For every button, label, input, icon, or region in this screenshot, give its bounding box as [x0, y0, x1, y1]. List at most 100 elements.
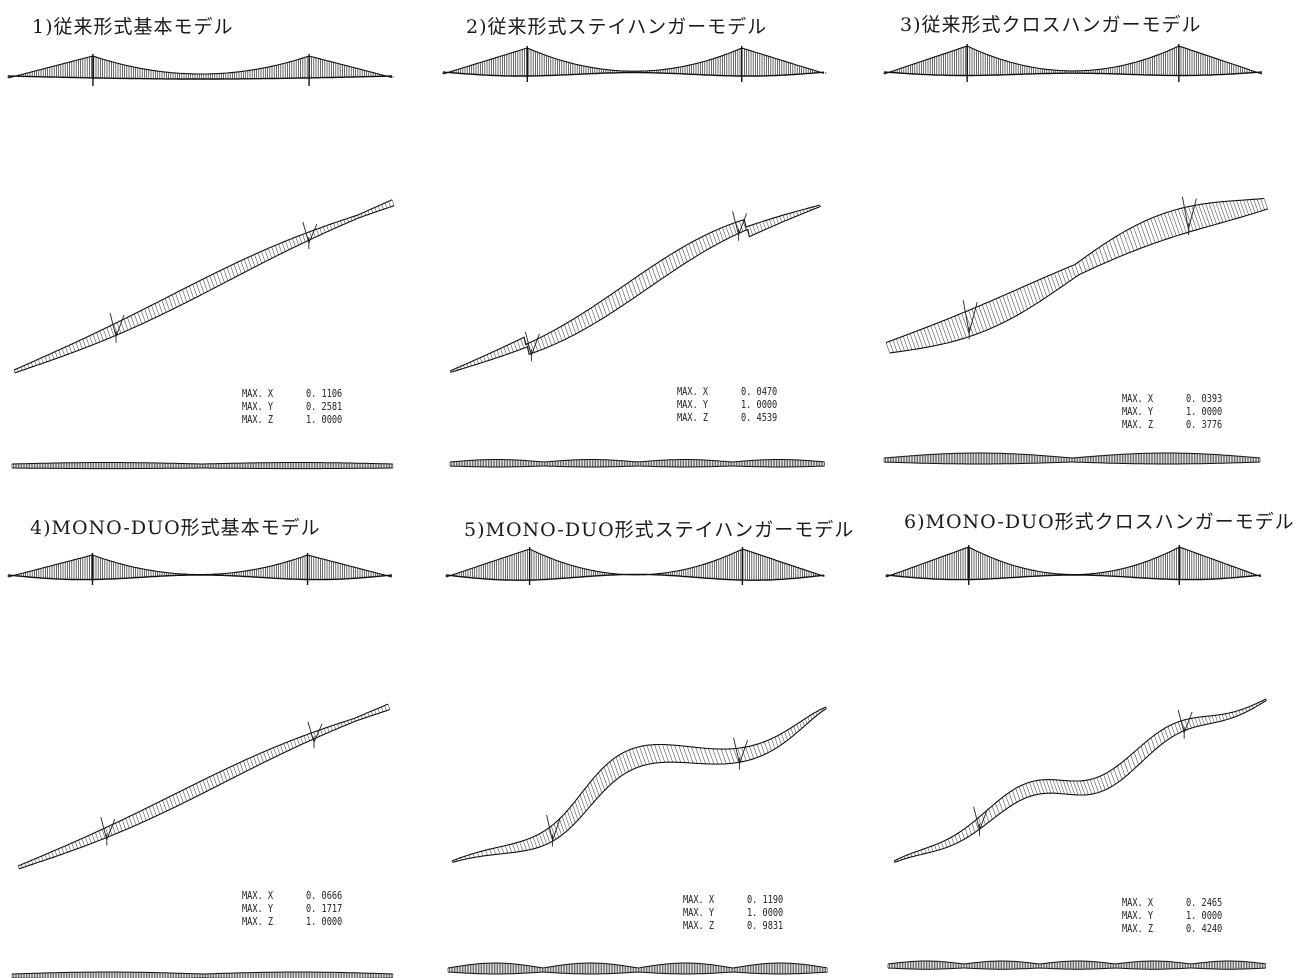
max-y-label: MAX. Y	[683, 907, 715, 919]
max-x-label: MAX. X	[242, 890, 274, 902]
plan-strip-lower	[447, 971, 828, 975]
max-y-row: MAX. Y 0. 1717	[242, 903, 363, 916]
plan-strip-upper	[447, 962, 828, 969]
plan-strip-fill	[449, 459, 825, 467]
max-y-row: MAX. Y 1. 0000	[1122, 406, 1243, 419]
max-y-value: 1. 0000	[740, 399, 778, 411]
deformed-mesh	[893, 698, 1267, 863]
diagram-group	[445, 547, 828, 975]
hanger-lines	[7, 555, 392, 580]
hanger-lines	[7, 56, 394, 79]
hanger-lines	[442, 48, 827, 76]
max-x-value: 0. 1190	[746, 894, 784, 906]
deck-line	[883, 71, 1263, 77]
max-y-label: MAX. Y	[1122, 406, 1154, 418]
plan-strip-fill	[887, 961, 1266, 970]
max-z-label: MAX. Z	[1122, 923, 1154, 935]
bridge-diagram	[885, 545, 1267, 970]
max-z-label: MAX. Z	[1122, 419, 1154, 431]
bridge-diagram	[442, 46, 827, 468]
max-z-value: 0. 4240	[1185, 923, 1223, 935]
bridge-diagram	[7, 54, 395, 470]
diagram-group	[442, 46, 827, 468]
deformed-edge-upper	[451, 706, 827, 862]
plan-strip-fill	[11, 462, 394, 469]
deformed-edge-upper	[893, 698, 1267, 862]
main-cable	[7, 55, 393, 79]
deformed-edge-upper	[449, 204, 821, 372]
diagram-group	[885, 545, 1267, 970]
plan-strip-upper	[887, 960, 1266, 965]
max-x-row: MAX. X 0. 0666	[242, 890, 363, 903]
main-cable	[442, 47, 825, 75]
deformed-edge-lower	[18, 708, 391, 870]
deformed-mesh	[449, 204, 821, 373]
max-x-row: MAX. X 0. 1106	[242, 388, 363, 401]
max-y-label: MAX. Y	[242, 903, 274, 915]
deformed-edge-upper	[13, 199, 393, 371]
deformed-mesh	[17, 704, 391, 869]
max-y-label: MAX. Y	[677, 399, 709, 411]
max-x-value: 0. 0666	[305, 890, 343, 902]
max-y-row: MAX. Y 1. 0000	[683, 907, 804, 920]
deformed-mesh	[885, 198, 1268, 354]
main-cable	[7, 554, 393, 578]
plan-strip-upper	[11, 971, 393, 975]
deck-line	[7, 574, 393, 581]
max-x-value: 0. 0470	[740, 386, 778, 398]
plan-strip-lower	[449, 465, 825, 468]
plan-strip-lower	[887, 967, 1266, 970]
oblique-tower-2	[733, 737, 748, 766]
deck-line	[885, 574, 1262, 581]
max-y-value: 1. 0000	[746, 907, 784, 919]
max-y-label: MAX. Y	[1122, 910, 1154, 922]
max-x-label: MAX. X	[1122, 897, 1154, 909]
panel-title: 2)従来形式ステイハンガーモデル	[466, 16, 768, 38]
deformed-edge-upper	[17, 703, 389, 867]
plan-strip-lower	[883, 461, 1261, 465]
max-z-row: MAX. Z 0. 9831	[683, 920, 804, 933]
panel-title: 4)MONO-DUO形式基本モデル	[30, 517, 321, 539]
max-x-row: MAX. X 0. 0470	[677, 386, 798, 399]
deformed-edge-lower	[450, 205, 821, 373]
oblique-tower-1	[100, 817, 116, 842]
max-z-value: 1. 0000	[305, 414, 343, 426]
deformed-mesh	[13, 199, 395, 373]
plan-strip-fill	[11, 972, 394, 978]
panel-title: 1)従来形式基本モデル	[32, 16, 234, 38]
max-z-label: MAX. Z	[683, 920, 715, 932]
max-x-label: MAX. X	[677, 386, 709, 398]
max-x-value: 0. 0393	[1185, 393, 1223, 405]
max-z-row: MAX. Z 0. 3776	[1122, 419, 1243, 432]
max-z-value: 0. 3776	[1185, 419, 1223, 431]
max-y-value: 1. 0000	[1185, 406, 1223, 418]
hanger-lines	[445, 549, 825, 581]
max-z-value: 0. 4539	[740, 412, 778, 424]
max-x-label: MAX. X	[242, 388, 274, 400]
max-y-value: 0. 1717	[305, 903, 343, 915]
plan-strip-upper	[449, 459, 825, 463]
deck-line	[442, 71, 825, 77]
max-values-table: MAX. X 0. 0666 MAX. Y 0. 1717 MAX. Z 1. 000…	[242, 890, 363, 929]
max-z-label: MAX. Z	[242, 916, 274, 928]
plan-strip-fill	[883, 453, 1261, 464]
max-z-label: MAX. Z	[242, 414, 274, 426]
max-x-value: 0. 1106	[305, 388, 343, 400]
oblique-tower-1	[973, 806, 988, 832]
diagram-group	[883, 44, 1268, 465]
deformed-edge-lower	[14, 205, 395, 374]
max-z-value: 1. 0000	[305, 916, 343, 928]
max-z-value: 0. 9831	[746, 920, 784, 932]
